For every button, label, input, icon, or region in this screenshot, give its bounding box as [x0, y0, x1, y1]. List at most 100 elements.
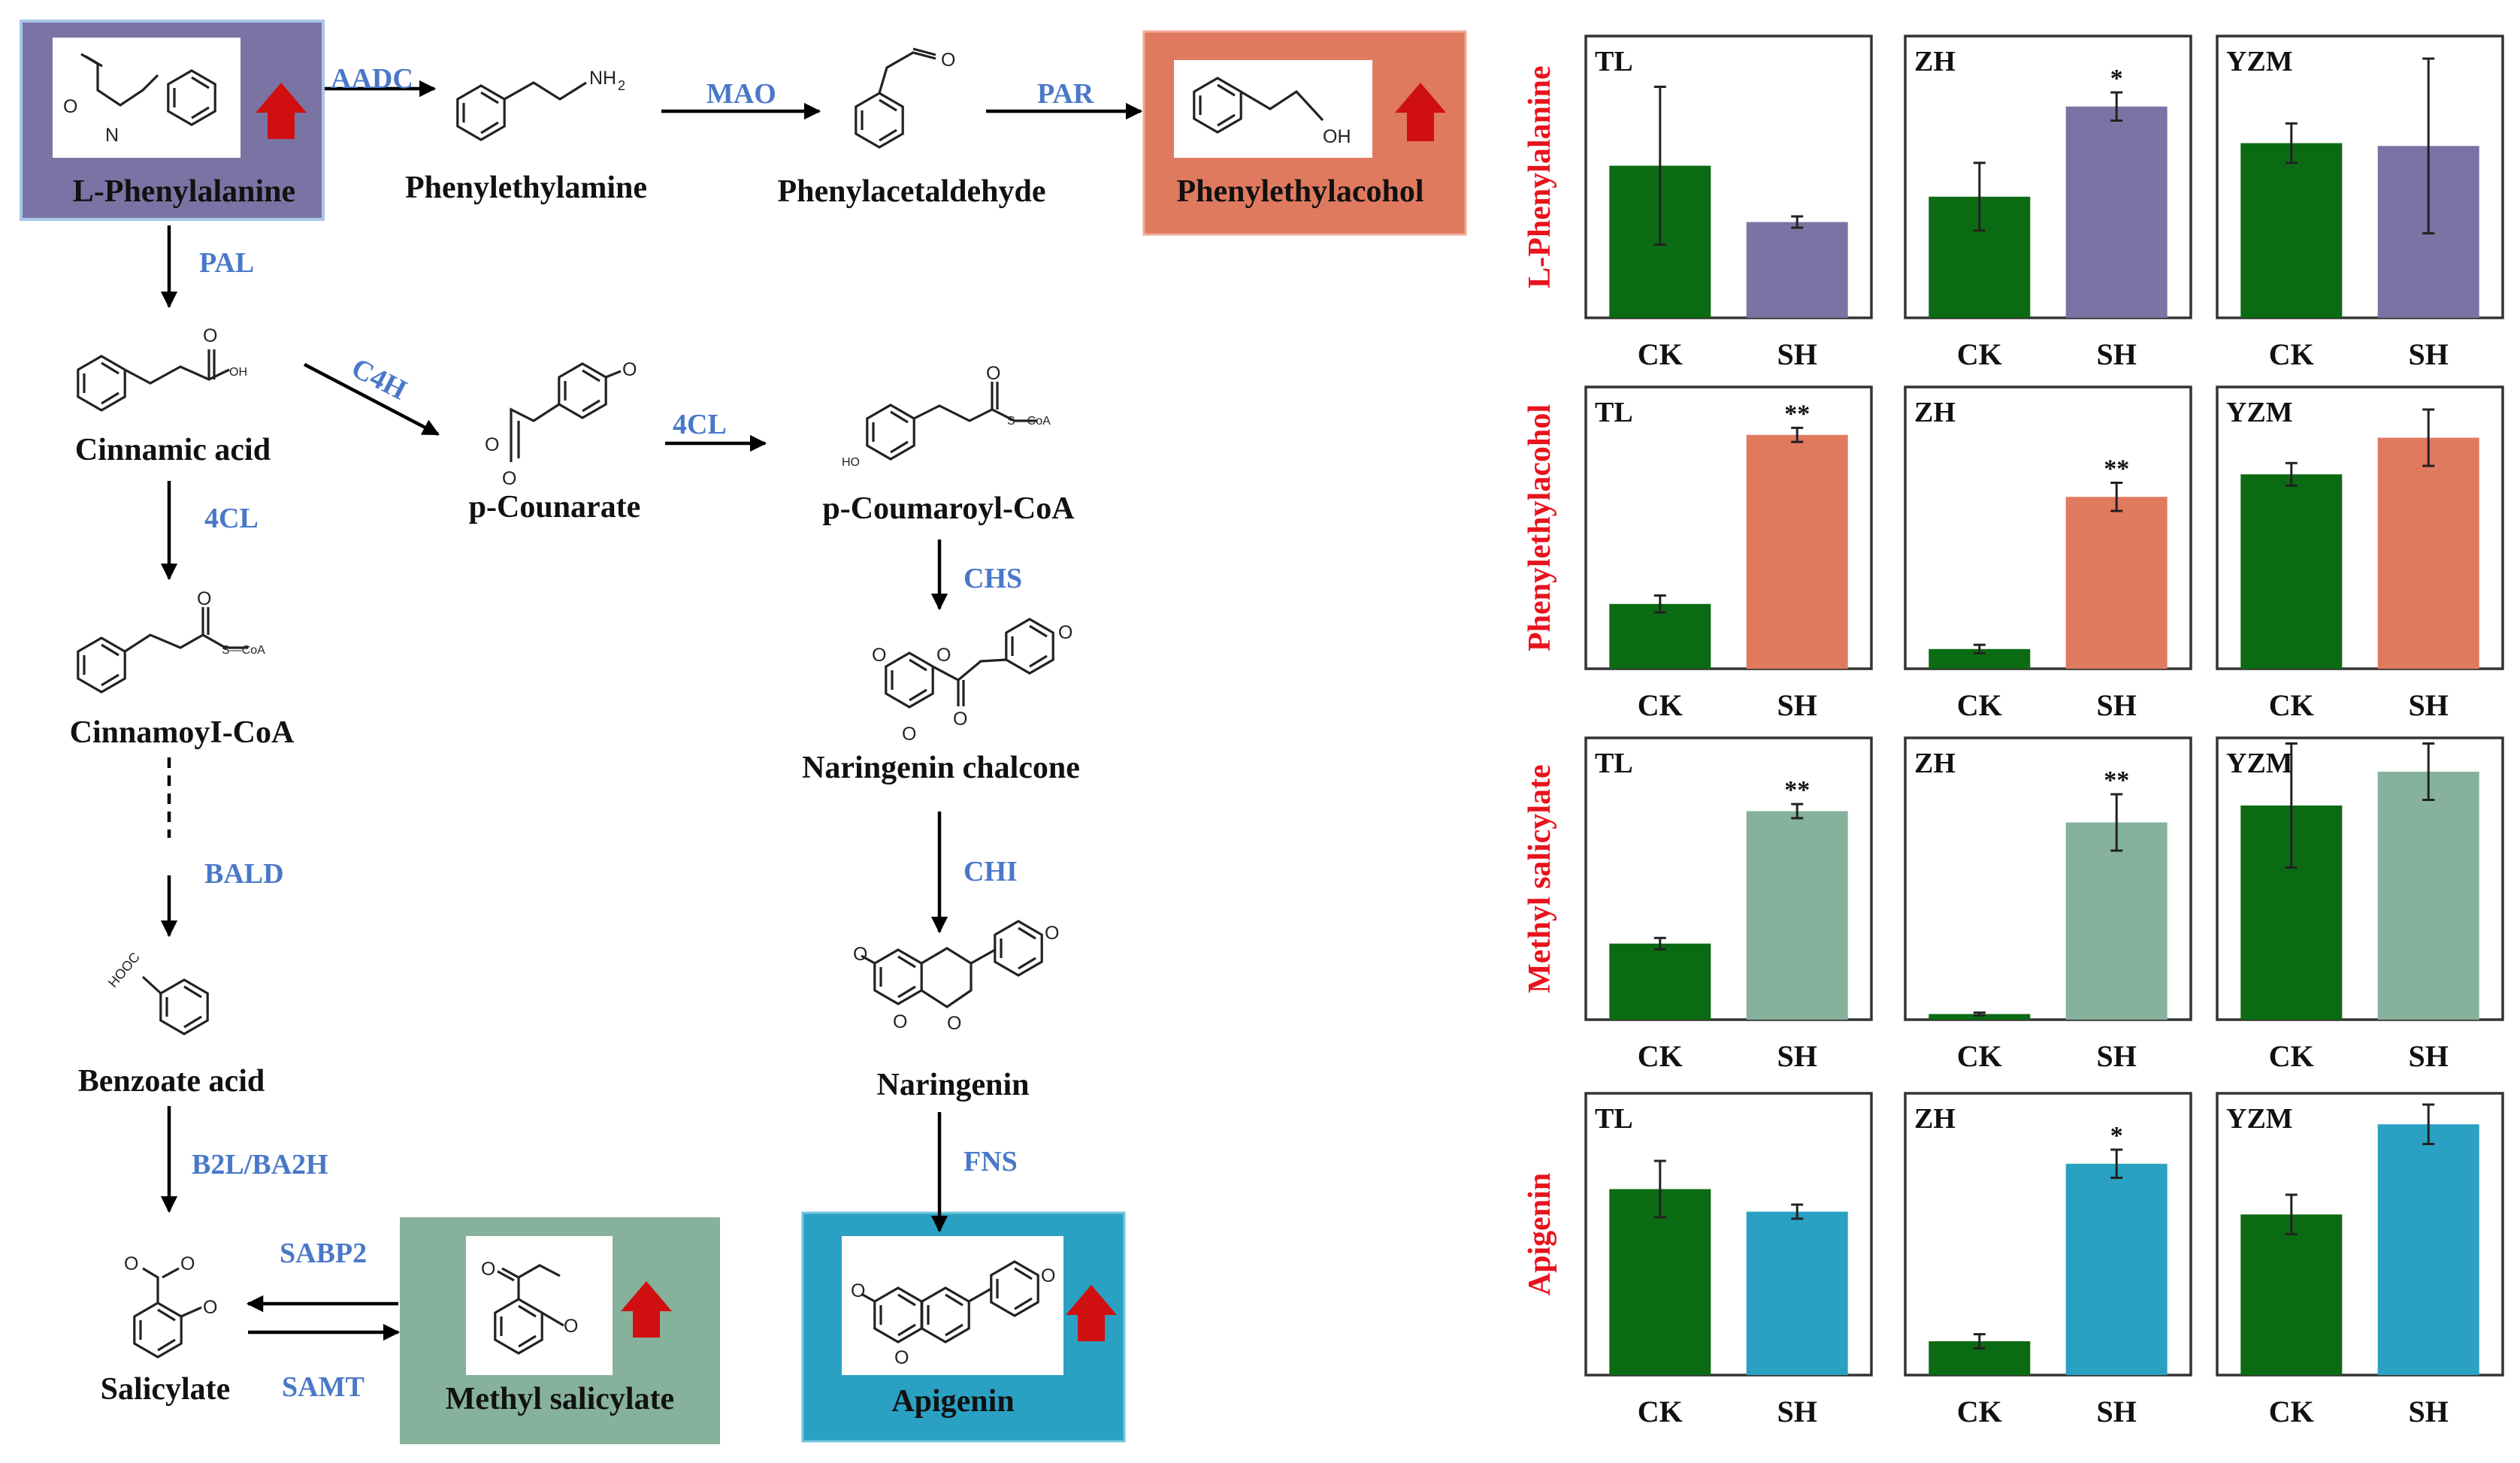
- error-bar: [1791, 1203, 1804, 1220]
- svg-text:HOOC: HOOC: [105, 950, 143, 990]
- svg-text:OH: OH: [229, 366, 247, 379]
- tick-label-ck: CK: [1957, 688, 2002, 722]
- enzyme-chi: CHI: [964, 856, 1018, 887]
- error-bar: [1653, 594, 1666, 614]
- naringenin-structure: O O O O: [853, 920, 1059, 1034]
- bar-sh: [1746, 811, 1848, 1020]
- enzyme-fns: FNS: [964, 1146, 1018, 1177]
- salicylate-structure: O O O: [124, 1253, 217, 1359]
- bar-ck: [1609, 603, 1711, 669]
- svg-text:O: O: [502, 468, 516, 489]
- error-bar: [1973, 1011, 1986, 1017]
- label-cinnamoyl-coa: CinnamoyI-CoA: [70, 715, 295, 750]
- label-phenylethylamine: Phenylethylamine: [405, 171, 647, 205]
- error-bar: [1973, 1333, 1986, 1350]
- error-bar: [2285, 122, 2298, 165]
- p-coumaroyl-coa-structure: O S—CoA HO: [842, 363, 1051, 469]
- svg-text:N: N: [105, 125, 119, 146]
- bar-sh: [1746, 222, 1848, 318]
- enzyme-c4h: C4H: [346, 352, 412, 407]
- label-p-coumaroyl-coa: p-Coumaroyl-CoA: [822, 491, 1075, 526]
- row-label-phenylethylacohol: Phenylethylacohol: [1523, 404, 1557, 651]
- error-bar: [2110, 1148, 2123, 1179]
- label-naringenin-chalcone: Naringenin chalcone: [802, 751, 1080, 785]
- error-bar: [1653, 86, 1666, 246]
- error-bar: [1973, 643, 1986, 654]
- tick-label-sh: SH: [1777, 1395, 1817, 1428]
- label-cinnamic-acid: Cinnamic acid: [75, 433, 271, 467]
- significance-mark: **: [1784, 400, 1810, 428]
- label-methyl-salicylate: Methyl salicylate: [446, 1382, 674, 1416]
- tick-label-sh: SH: [2097, 1395, 2137, 1428]
- tick-label-ck: CK: [2269, 337, 2314, 371]
- enzyme-aadc: AADC: [331, 63, 413, 95]
- apigenin-structure: O O O: [851, 1260, 1055, 1368]
- svg-text:O: O: [851, 1280, 865, 1301]
- up-arrow-icon: [1395, 83, 1446, 141]
- svg-text:2: 2: [618, 78, 625, 93]
- svg-text:O: O: [1045, 923, 1059, 944]
- error-bar: [1791, 215, 1804, 229]
- error-bar: [2285, 1193, 2298, 1235]
- svg-text:O: O: [564, 1316, 578, 1337]
- enzyme-bald: BALD: [204, 858, 284, 890]
- error-bar: [1653, 1159, 1666, 1219]
- enzyme-4cl-a: 4CL: [673, 409, 727, 440]
- svg-text:S—CoA: S—CoA: [1007, 415, 1051, 428]
- phenylacetaldehyde-structure: O: [855, 47, 955, 149]
- pathway-arrows: [160, 80, 1143, 1341]
- label-apigenin: Apigenin: [891, 1384, 1014, 1419]
- svg-text:O: O: [986, 363, 1000, 384]
- enzyme-labels: AADC MAO PAR PAL C4H 4CL 4CL CHS CHI BAL…: [192, 63, 1094, 1403]
- svg-text:HO: HO: [842, 456, 860, 469]
- compound-labels: L-Phenylalanine Phenylethylamine Phenyla…: [70, 171, 1424, 1419]
- tick-label-ck: CK: [2269, 688, 2314, 722]
- cultivar-label: TL: [1595, 46, 1633, 77]
- bar-ck: [1929, 1014, 2031, 1020]
- error-bar: [1653, 936, 1666, 951]
- cultivar-label: ZH: [1914, 397, 1956, 428]
- cultivar-label: YZM: [2226, 1103, 2293, 1135]
- row-label-l_phenylalanine: L-Phenylalanine: [1523, 65, 1557, 288]
- error-bar: [2110, 793, 2123, 852]
- label-l-phenylalanine: L-Phenylalanine: [73, 174, 295, 209]
- error-bar: [2422, 742, 2435, 801]
- tick-label-ck: CK: [1957, 337, 2002, 371]
- row-label-apigenin: Apigenin: [1523, 1173, 1557, 1295]
- up-arrow-icon: [1066, 1285, 1117, 1341]
- bar-sh: [2065, 1163, 2168, 1375]
- svg-text:O: O: [1058, 622, 1072, 643]
- tick-label-sh: SH: [1777, 1039, 1817, 1073]
- error-bar: [2110, 91, 2123, 122]
- cultivar-label: ZH: [1914, 46, 1956, 77]
- tick-label-sh: SH: [2097, 688, 2137, 722]
- error-bar: [2285, 461, 2298, 487]
- bar-sh: [2377, 772, 2479, 1020]
- tick-label-ck: CK: [1638, 337, 1683, 371]
- significance-mark: *: [2110, 1122, 2123, 1150]
- cultivar-label: YZM: [2226, 748, 2293, 779]
- cinnamic-acid-structure: O OH: [77, 325, 247, 412]
- methyl-salicylate-box: O O: [400, 1217, 720, 1444]
- svg-text:O: O: [947, 1013, 961, 1034]
- phenylethylamine-structure: NH 2: [456, 68, 625, 141]
- cultivar-label: ZH: [1914, 1103, 1956, 1135]
- p-counarate-structure: O O O: [485, 359, 637, 489]
- apigenin-box: O O O: [801, 1211, 1126, 1443]
- naringenin-chalcone-structure: O O O O O: [872, 618, 1072, 745]
- tick-label-sh: SH: [2409, 1039, 2449, 1073]
- cultivar-label: YZM: [2226, 397, 2293, 428]
- bar-sh: [2065, 106, 2168, 318]
- svg-text:O: O: [124, 1253, 138, 1274]
- error-bar: [1973, 162, 1986, 232]
- svg-text:O: O: [872, 645, 886, 666]
